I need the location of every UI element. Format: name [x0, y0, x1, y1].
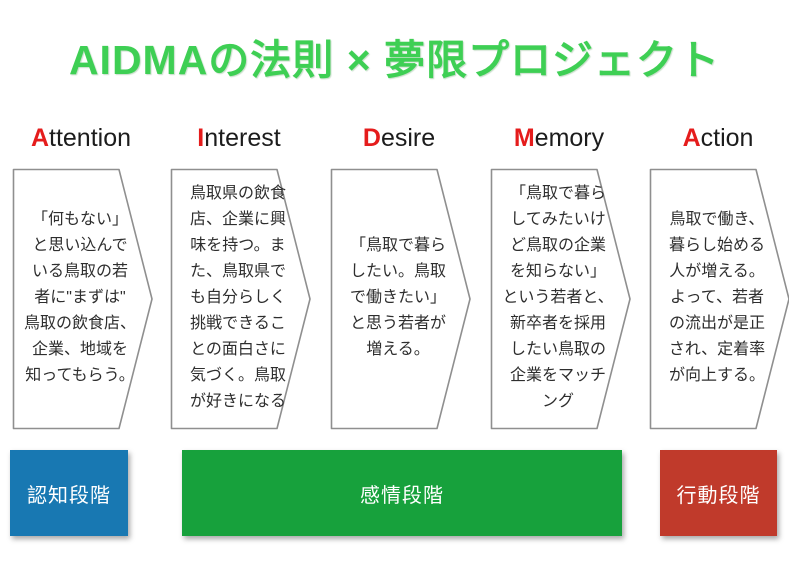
arrow-shape-interest: 鳥取県の飲食 店、企業に興 味を持つ。ま た、鳥取県で も自分らしく 挑戦できる… [170, 168, 312, 430]
stage-rest: esire [380, 124, 436, 152]
stage-description: 鳥取で働き、 暮らし始める 人が増える。 よって、若者 の流出が是正 され、定着… [668, 211, 766, 384]
arrow-pentagon-icon [330, 168, 471, 430]
stage-header-interest: Interest [170, 124, 308, 153]
stage-description: 「何もない」 と思い込んで いる鳥取の若 者に"まずは" 鳥取の飲食店、 企業、… [23, 211, 136, 384]
page-title: AIDMAの法則 × 夢限プロジェクト [68, 37, 721, 83]
arrow-pentagon-icon [12, 168, 153, 430]
stage-column-action: Action 鳥取で働き、 暮らし始める 人が増える。 よって、若者 の流出が是… [649, 124, 789, 434]
arrow-shape-attention: 「何もない」 と思い込んで いる鳥取の若 者に"まずは" 鳥取の飲食店、 企業、… [12, 168, 154, 430]
stage-initial: I [197, 124, 205, 152]
stage-description: 鳥取県の飲食 店、企業に興 味を持つ。ま た、鳥取県で も自分らしく 挑戦できる… [189, 185, 286, 410]
stage-column-memory: Memory 「鳥取で暮ら してみたいけ ど鳥取の企業 を知らない」 という若者… [490, 124, 648, 434]
phase-label: 行動段階 [676, 484, 761, 507]
arrow-pentagon-icon [490, 168, 631, 430]
arrow-pentagon-icon [170, 168, 311, 430]
stage-initial: D [362, 124, 381, 152]
stage-rest: nterest [204, 124, 281, 152]
phase-band-action: 行動段階 [660, 450, 777, 536]
arrow-shape-desire: 「鳥取で暮ら したい。鳥取 で働きたい」 と思う若者が 増える。 [330, 168, 472, 430]
stage-header-memory: Memory [490, 124, 628, 153]
phase-label: 感情段階 [360, 484, 444, 507]
stage-column-interest: Interest 鳥取県の飲食 店、企業に興 味を持つ。ま た、鳥取県で も自分… [170, 124, 328, 434]
stage-column-attention: Attention 「何もない」 と思い込んで いる鳥取の若 者に"まずは" 鳥… [12, 124, 170, 434]
arrow-shape-memory: 「鳥取で暮ら してみたいけ ど鳥取の企業 を知らない」 という若者と、 新卒者を… [490, 168, 632, 430]
stage-description: 「鳥取で暮ら したい。鳥取 で働きたい」 と思う若者が 増える。 [349, 237, 446, 358]
phase-band-emotion: 感情段階 [182, 450, 622, 536]
stage-initial: A [30, 124, 50, 152]
stage-rest: emory [534, 124, 605, 152]
stage-initial: A [682, 124, 701, 152]
stage-rest: ction [700, 124, 754, 152]
arrow-pentagon-icon [649, 168, 789, 430]
phase-band-cognition: 認知段階 [10, 450, 128, 536]
phase-label: 認知段階 [27, 484, 111, 507]
stage-initial: M [513, 124, 535, 152]
stage-rest: ttention [49, 124, 132, 152]
stage-column-desire: Desire 「鳥取で暮ら したい。鳥取 で働きたい」 と思う若者が 増える。 [330, 124, 488, 434]
stage-header-desire: Desire [330, 124, 468, 153]
arrow-shape-action: 鳥取で働き、 暮らし始める 人が増える。 よって、若者 の流出が是正 され、定着… [649, 168, 789, 430]
stage-description: 「鳥取で暮ら してみたいけ ど鳥取の企業 を知らない」 という若者と、 新卒者を… [502, 185, 614, 410]
stage-header-action: Action [649, 124, 787, 153]
stage-header-attention: Attention [12, 124, 150, 153]
